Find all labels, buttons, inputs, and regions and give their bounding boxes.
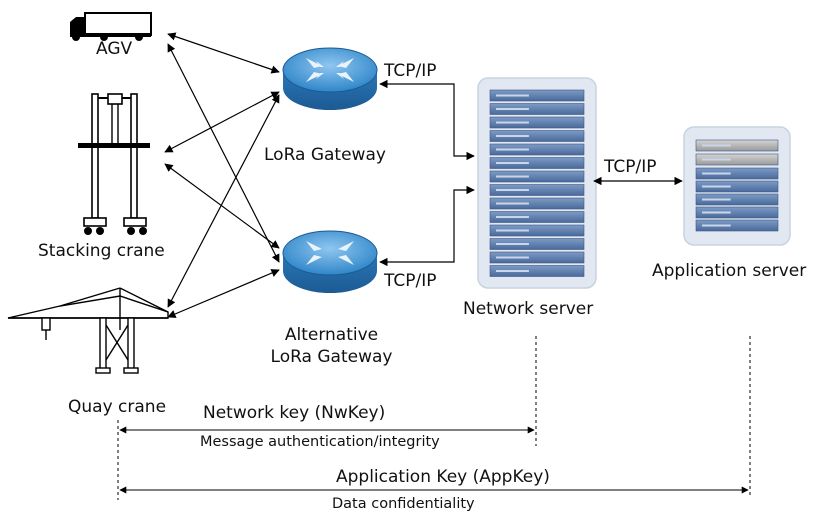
network-server-blade bbox=[489, 130, 585, 142]
network-server-blade bbox=[489, 89, 585, 102]
server-drive-slot bbox=[496, 175, 529, 178]
server-drive-slot bbox=[702, 198, 731, 201]
lora-gateway-icon bbox=[282, 47, 378, 110]
agv-icon bbox=[70, 12, 152, 41]
network-server-blade bbox=[489, 143, 585, 156]
server-drive-slot bbox=[702, 211, 731, 214]
network-server-blade bbox=[489, 116, 585, 129]
server-drive-slot bbox=[702, 144, 731, 147]
network-server-blade bbox=[489, 224, 585, 237]
application-server-icon bbox=[683, 126, 791, 246]
stacking-crane-icon bbox=[78, 93, 150, 235]
application-server-label: Application server bbox=[652, 261, 807, 281]
server-drive-slot bbox=[496, 216, 529, 218]
network-server-blade bbox=[489, 103, 585, 115]
server-drive-slot bbox=[702, 158, 731, 161]
network-server-label: Network server bbox=[463, 299, 594, 319]
network-server-blade bbox=[489, 251, 585, 264]
network-key-purpose: Message authentication/integrity bbox=[200, 434, 440, 450]
server-drive-slot bbox=[702, 224, 731, 227]
key-scope-lines bbox=[117, 336, 751, 500]
server-drive-slot bbox=[496, 270, 529, 272]
server-drive-slot bbox=[496, 135, 529, 137]
network-server-blade bbox=[489, 170, 585, 183]
tcpip-label-alt-gateway: TCP/IP bbox=[384, 271, 437, 291]
application-server-blade bbox=[695, 219, 779, 232]
stacking-crane-label: Stacking crane bbox=[38, 241, 165, 261]
server-drive-slot bbox=[496, 94, 529, 97]
quay-crane-icon bbox=[7, 287, 169, 374]
server-drive-slot bbox=[702, 172, 731, 175]
application-server-blade bbox=[695, 206, 779, 219]
lora-gateway-label: LoRa Gateway bbox=[264, 145, 386, 165]
radio-links bbox=[164, 32, 280, 318]
server-drive-slot bbox=[496, 229, 529, 232]
application-key-purpose: Data confidentiality bbox=[332, 496, 475, 512]
network-server-blade bbox=[489, 211, 585, 223]
tcpip-label-servers: TCP/IP bbox=[604, 157, 657, 177]
server-drive-slot bbox=[496, 108, 529, 110]
application-server-blade bbox=[695, 193, 779, 206]
network-server-icon bbox=[477, 77, 597, 289]
alt-gateway-label-line2: LoRa Gateway bbox=[270, 347, 393, 367]
alt-gateway-label-line1: Alternative bbox=[284, 325, 379, 345]
network-server-blade bbox=[489, 265, 585, 277]
application-key-label: Application Key (AppKey) bbox=[336, 467, 550, 487]
network-server-blade bbox=[489, 157, 585, 169]
application-server-blade bbox=[695, 180, 779, 193]
server-drive-slot bbox=[496, 202, 529, 205]
network-server-blade bbox=[489, 197, 585, 210]
tcpip-label-gateway: TCP/IP bbox=[384, 61, 437, 81]
server-drive-slot bbox=[496, 121, 529, 124]
server-drive-slot bbox=[496, 148, 529, 151]
agv-label: AGV bbox=[96, 39, 133, 59]
application-server-blade bbox=[695, 139, 779, 152]
network-server-blade bbox=[489, 238, 585, 250]
backhaul-links bbox=[379, 79, 683, 267]
server-drive-slot bbox=[496, 256, 529, 259]
network-server-blade bbox=[489, 184, 585, 196]
application-server-blade bbox=[695, 153, 779, 166]
network-key-label: Network key (NwKey) bbox=[203, 403, 386, 423]
quay-crane-label: Quay crane bbox=[68, 397, 167, 417]
server-drive-slot bbox=[496, 162, 529, 164]
server-drive-slot bbox=[702, 185, 731, 188]
application-server-blade bbox=[695, 167, 779, 180]
server-drive-slot bbox=[496, 243, 529, 245]
alternative-gateway-icon bbox=[282, 230, 378, 293]
server-drive-slot bbox=[496, 189, 529, 191]
